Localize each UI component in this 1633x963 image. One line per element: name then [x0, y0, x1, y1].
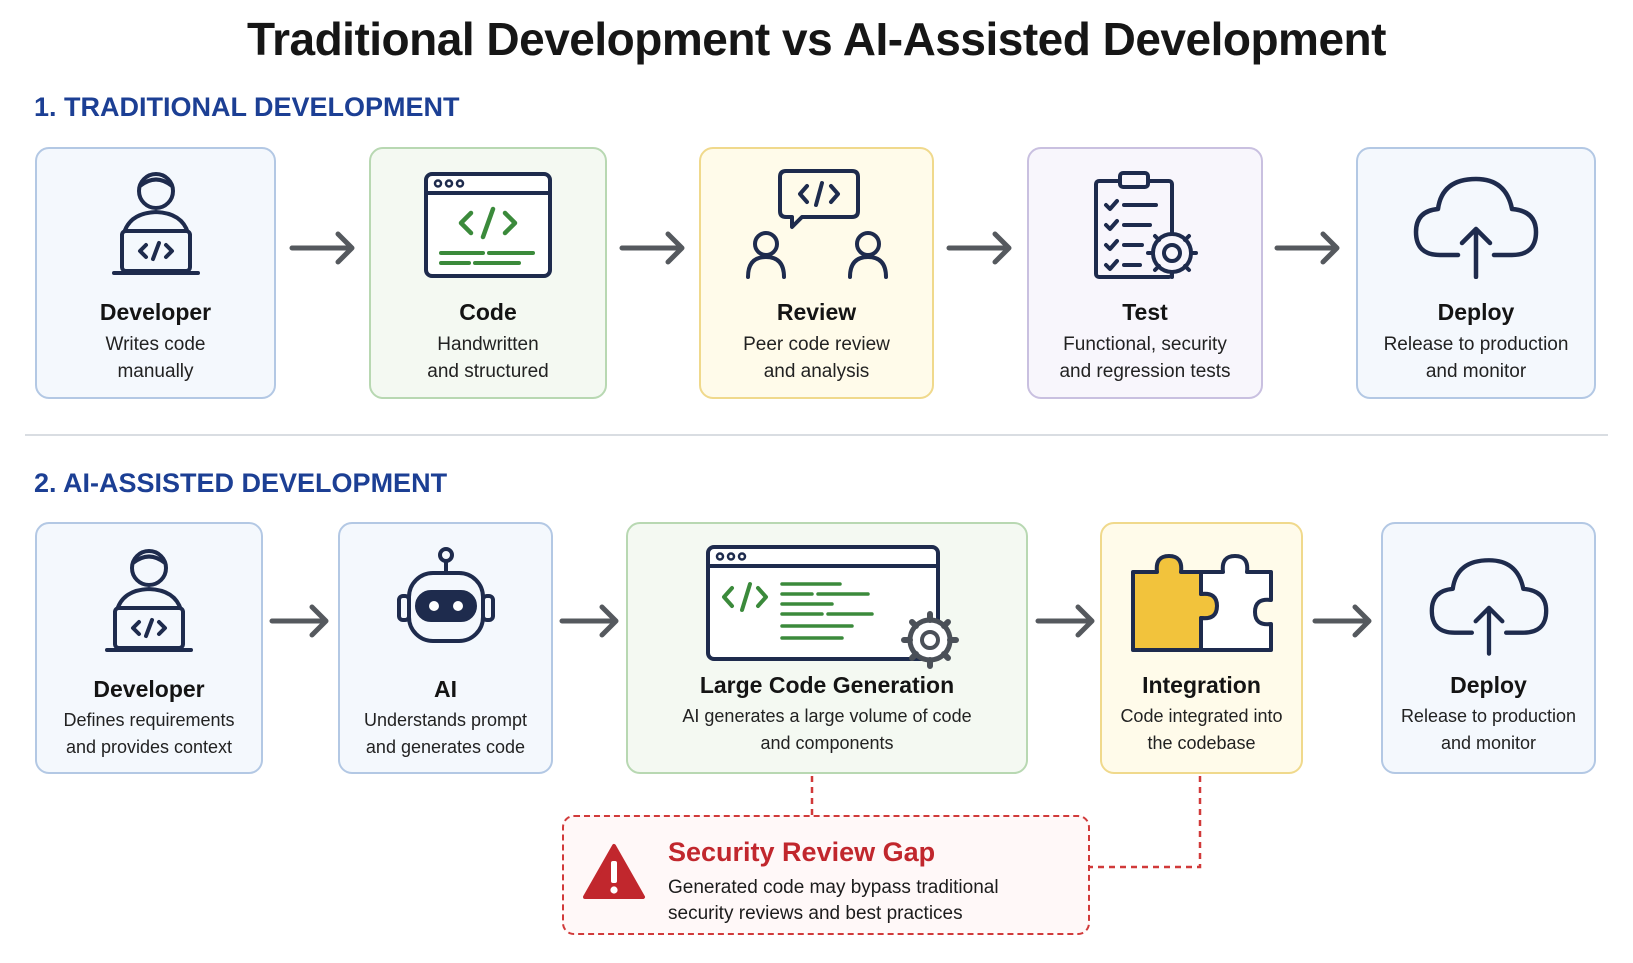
flow-arrow-icon [1035, 604, 1095, 638]
step-desc-line2: and components [760, 733, 894, 753]
ai-step-developer: Developer Defines requirements and provi… [35, 522, 263, 774]
flow-arrow-icon [619, 231, 685, 265]
developer-laptop-icon [37, 167, 274, 277]
step-label: Review [776, 299, 857, 325]
step-desc-line2: and analysis [763, 361, 870, 382]
step-desc-line2: and generates code [365, 737, 526, 757]
traditional-step-review: Review Peer code review and analysis [699, 147, 934, 399]
ai-step-large-code-generation: Large Code Generation AI generates a lar… [626, 522, 1028, 774]
warning-icon [583, 844, 645, 899]
flow-arrow-icon [946, 231, 1012, 265]
developer-laptop-icon [37, 544, 261, 654]
cloud-upload-icon [1358, 175, 1594, 279]
cloud-upload-icon [1383, 556, 1594, 656]
traditional-step-code: Code Handwritten and structured [369, 147, 607, 399]
flow-arrow-icon [269, 604, 329, 638]
step-desc-line1: Handwritten [437, 334, 539, 355]
gap-desc-line2: security reviews and best practices [668, 903, 963, 924]
test-checklist-icon [1029, 169, 1261, 281]
step-desc-line1: Functional, security [1063, 334, 1227, 355]
page-title: Traditional Development vs AI-Assisted D… [247, 13, 1386, 65]
step-label: Deploy [1450, 672, 1527, 698]
code-generation-icon [628, 544, 1026, 670]
ai-step-integration: Integration Code integrated into the cod… [1100, 522, 1303, 774]
gap-title: Security Review Gap [668, 837, 936, 867]
step-desc-line2: and monitor [1440, 733, 1537, 753]
step-desc-line1: Understands prompt [363, 710, 528, 730]
step-desc-line2: the codebase [1147, 733, 1256, 753]
puzzle-icon [1102, 552, 1301, 654]
ai-step-deploy: Deploy Release to production and monitor [1381, 522, 1596, 774]
step-label: AI [434, 676, 457, 702]
step-desc-line1: Release to production [1383, 334, 1569, 355]
peer-review-icon [701, 167, 932, 279]
step-desc-line1: AI generates a large volume of code [682, 706, 972, 726]
flow-arrow-icon [1274, 231, 1340, 265]
traditional-step-test: Test Functional, security and regression… [1027, 147, 1263, 399]
flow-arrow-icon [289, 231, 355, 265]
step-label: Developer [93, 676, 205, 702]
step-label: Code [459, 299, 517, 325]
ai-step-ai: AI Understands prompt and generates code [338, 522, 553, 774]
step-desc-line1: Code integrated into [1120, 706, 1283, 726]
step-label: Large Code Generation [699, 672, 955, 698]
traditional-step-deploy: Deploy Release to production and monitor [1356, 147, 1596, 399]
robot-icon [340, 546, 551, 646]
step-desc-line2: and regression tests [1059, 361, 1231, 382]
flow-arrow-icon [1312, 604, 1372, 638]
gap-desc-line1: Generated code may bypass traditional [668, 877, 999, 898]
ai-section-heading: 2. AI-ASSISTED DEVELOPMENT [34, 468, 448, 498]
step-label: Deploy [1437, 299, 1515, 325]
step-label: Integration [1142, 672, 1261, 698]
step-desc-line1: Peer code review [743, 334, 890, 355]
step-desc-line2: and structured [427, 361, 549, 382]
step-label: Developer [99, 299, 212, 325]
section-divider [25, 434, 1608, 436]
flow-arrow-icon [559, 604, 619, 638]
traditional-step-developer: Developer Writes code manually [35, 147, 276, 399]
traditional-section-heading: 1. TRADITIONAL DEVELOPMENT [34, 92, 460, 122]
step-desc-line2: and provides context [65, 737, 233, 757]
step-desc-line1: Defines requirements [63, 710, 235, 730]
step-desc-line1: Release to production [1400, 706, 1577, 726]
step-desc-line2: and monitor [1425, 361, 1527, 382]
step-label: Test [1122, 299, 1168, 325]
step-desc-line2: manually [117, 361, 194, 382]
code-window-icon [371, 171, 605, 279]
step-desc-line1: Writes code [105, 334, 206, 355]
security-review-gap-box: Security Review Gap Generated code may b… [562, 815, 1090, 935]
